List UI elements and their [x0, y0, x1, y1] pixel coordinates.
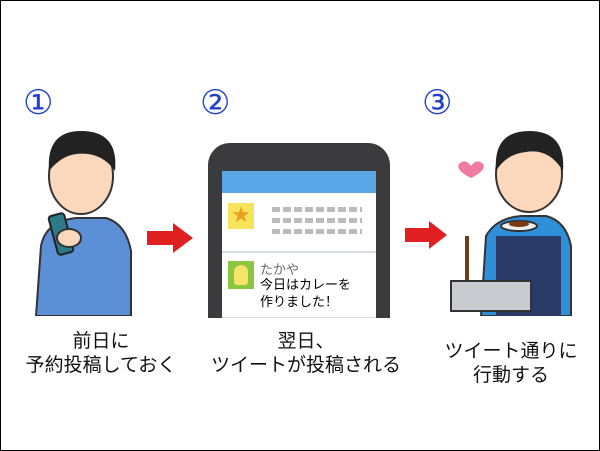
step-caption-1: 前日に 予約投稿しておく: [1, 329, 201, 377]
caption-line: ツイートが投稿される: [210, 354, 401, 376]
caption-line: 予約投稿しておく: [25, 354, 177, 376]
caption-line: 行動する: [472, 364, 549, 386]
arrow-right-icon: [147, 223, 193, 253]
step-caption-3: ツイート通りに 行動する: [411, 339, 599, 387]
placeholder-text: [272, 207, 362, 237]
step-number-1: ①: [23, 83, 54, 123]
caption-line: ツイート通りに: [444, 340, 578, 362]
smartphone: ★ たかや 今日はカレーを 作りました！: [208, 143, 390, 318]
tweet-line: 作りました！: [260, 295, 339, 310]
tweet-item: たかや 今日はカレーを 作りました！: [222, 253, 376, 318]
arrow-right-icon: [405, 221, 447, 249]
tweet-line: 今日はカレーを: [260, 278, 352, 293]
app-header: [222, 171, 376, 193]
step-caption-2: 翌日、 ツイートが投稿される: [206, 329, 406, 377]
person-cooking-illustration: [450, 131, 572, 316]
heart-icon: [458, 161, 484, 178]
star-icon: ★: [228, 203, 254, 229]
tweet-text: 今日はカレーを 作りました！: [260, 277, 351, 311]
tweet-user-name: たかや: [260, 263, 300, 278]
caption-line: 前日に: [72, 330, 130, 352]
tweet-item: ★: [222, 193, 376, 253]
caption-line: 翌日、: [277, 330, 335, 352]
step-number-3: ③: [422, 83, 453, 123]
avatar-icon: [228, 261, 254, 289]
person-typing-illustration: [34, 131, 132, 316]
step-number-2: ②: [200, 83, 231, 123]
phone-screen: ★ たかや 今日はカレーを 作りました！: [222, 171, 376, 318]
